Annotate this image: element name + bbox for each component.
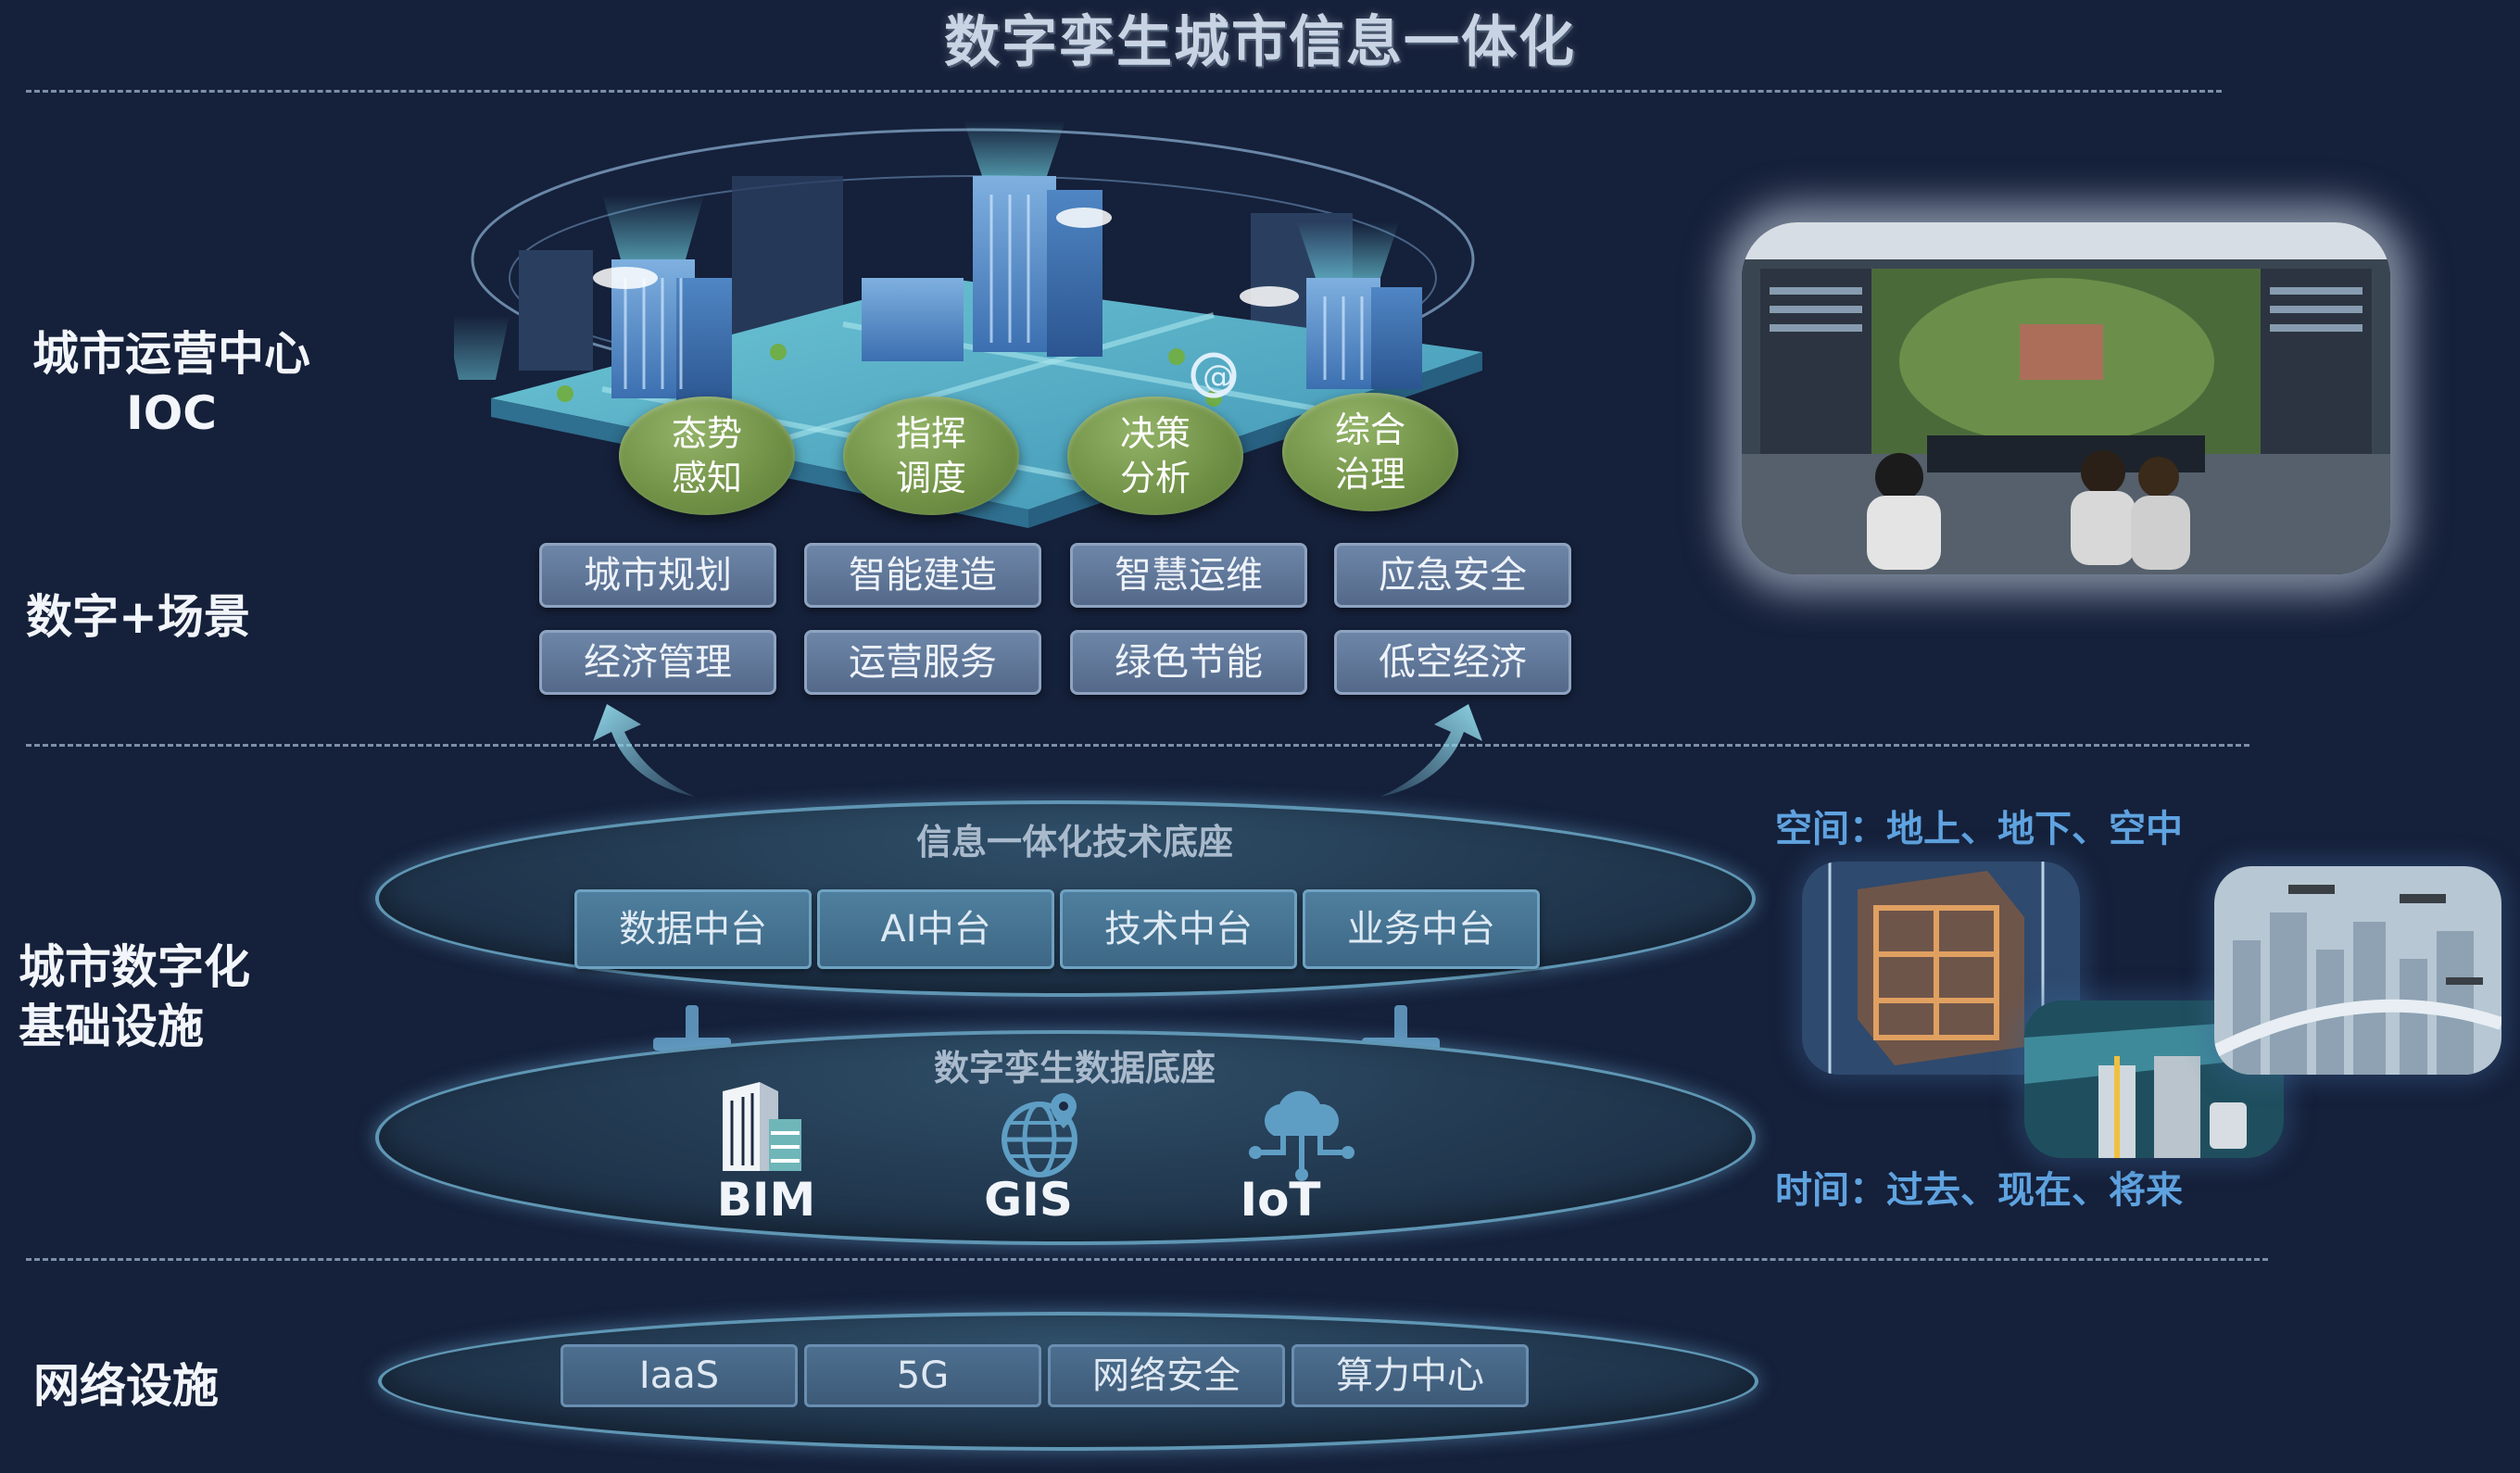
twin-item-gis: GIS — [984, 1173, 1073, 1227]
divider-top — [26, 90, 2222, 93]
bubble-line2: 感知 — [671, 458, 742, 498]
scene-smart-operations[interactable]: 智慧运维 — [1070, 543, 1307, 608]
svg-text:@: @ — [1203, 359, 1234, 396]
network-item-computing[interactable]: 算力中心 — [1292, 1344, 1529, 1407]
scene-urban-planning[interactable]: 城市规划 — [539, 543, 776, 608]
scene-emergency-safety[interactable]: 应急安全 — [1334, 543, 1571, 608]
network-item-iaas[interactable]: IaaS — [561, 1344, 798, 1407]
twin-item-iot: IoT — [1240, 1173, 1321, 1227]
tech-item-business-platform[interactable]: 业务中台 — [1303, 889, 1540, 969]
arrow-up-right-icon — [1380, 704, 1482, 797]
scene-green-energy[interactable]: 绿色节能 — [1070, 630, 1307, 695]
network-row-label: 网络设施 — [33, 1359, 219, 1413]
cloud-network-icon — [1249, 1090, 1354, 1181]
tech-base-title: 信息一体化技术底座 — [915, 822, 1233, 862]
infra-label-line2: 基础设施 — [19, 1000, 204, 1053]
twin-item-bim: BIM — [716, 1173, 816, 1227]
time-caption: 时间：过去、现在、将来 — [1775, 1169, 2183, 1212]
scene-economic-management[interactable]: 经济管理 — [539, 630, 776, 695]
scene-operation-service[interactable]: 运营服务 — [804, 630, 1041, 695]
scene-smart-construction[interactable]: 智能建造 — [804, 543, 1041, 608]
ioc-bubble-governance: 综合 治理 — [1282, 393, 1458, 511]
divider-bottom — [26, 1258, 2268, 1261]
bubble-line1: 指挥 — [895, 413, 966, 454]
bubble-line2: 调度 — [895, 458, 966, 498]
scenes-row-label: 数字+场景 — [26, 590, 250, 644]
ioc-bubble-command: 指挥 调度 — [843, 397, 1019, 515]
twin-base-title: 数字孪生数据底座 — [933, 1048, 1216, 1089]
bubble-line1: 决策 — [1119, 413, 1191, 454]
ioc-row-label: 城市运营中心 IOC — [19, 324, 324, 443]
bubble-line2: 分析 — [1119, 458, 1191, 498]
network-item-5g[interactable]: 5G — [804, 1344, 1041, 1407]
low-altitude-city-render — [2214, 866, 2501, 1075]
tech-item-data-platform[interactable]: 数据中台 — [574, 889, 812, 969]
bubble-line2: 治理 — [1334, 454, 1405, 495]
bubble-line1: 态势 — [671, 413, 742, 454]
command-center-photo — [1742, 222, 2390, 574]
ioc-label-line1: 城市运营中心 — [32, 327, 310, 381]
network-item-security[interactable]: 网络安全 — [1048, 1344, 1285, 1407]
tech-item-tech-platform[interactable]: 技术中台 — [1060, 889, 1297, 969]
ioc-bubble-decision: 决策 分析 — [1067, 397, 1243, 515]
tech-item-ai-platform[interactable]: AI中台 — [817, 889, 1054, 969]
divider-mid — [26, 744, 2249, 747]
arrow-up-left-icon — [593, 704, 695, 797]
infra-row-label: 城市数字化 基础设施 — [19, 938, 250, 1056]
space-caption: 空间：地上、地下、空中 — [1775, 808, 2183, 850]
infra-label-line1: 城市数字化 — [19, 940, 250, 994]
bubble-line1: 综合 — [1334, 409, 1405, 450]
ioc-bubble-situation: 态势 感知 — [619, 397, 795, 515]
building-icon — [723, 1082, 801, 1171]
scene-low-altitude-economy[interactable]: 低空经济 — [1334, 630, 1571, 695]
globe-pin-icon — [1002, 1093, 1077, 1177]
page-title: 数字孪生城市信息一体化 — [944, 10, 1576, 75]
ioc-label-line2: IOC — [126, 386, 217, 440]
